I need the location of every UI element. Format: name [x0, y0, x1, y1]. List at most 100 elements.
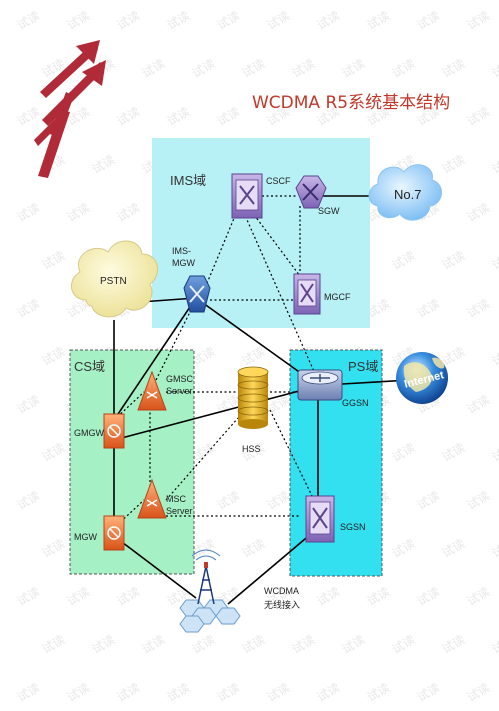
pstn-cloud: [71, 240, 158, 318]
ims-mgw-node-icon: [183, 275, 211, 313]
sgw-node-icon: [295, 175, 327, 209]
watermark-text: 试读: [389, 56, 417, 81]
sgw-label: SGW: [318, 206, 340, 216]
watermark-text: 试读: [464, 296, 492, 321]
watermark-text: 试读: [489, 248, 499, 273]
watermark-text: 试读: [464, 200, 492, 225]
ims-mgw-label-line1: IMS-: [172, 246, 191, 256]
watermark-text: 试读: [239, 632, 267, 657]
ggsn-router-icon: [297, 369, 343, 401]
watermark-text: 试读: [189, 56, 217, 81]
hss-database-icon: [237, 366, 269, 429]
cs-domain-box: [69, 349, 195, 575]
watermark-text: 试读: [89, 632, 117, 657]
no7-cloud: [368, 164, 442, 221]
watermark-text: 试读: [214, 8, 242, 33]
watermark-text: 试读: [414, 680, 442, 705]
watermark-text: 试读: [64, 680, 92, 705]
watermark-text: 试读: [214, 104, 242, 129]
watermark-text: 试读: [439, 632, 467, 657]
mgw-label: MGW: [74, 532, 97, 542]
watermark-text: 试读: [214, 488, 242, 513]
watermark-text: 试读: [339, 632, 367, 657]
gmgw-label: GMGW: [74, 428, 104, 438]
wcdma-radio-access-icon: [179, 549, 241, 633]
watermark-text: 试读: [439, 152, 467, 177]
ims-domain-label: IMS域: [170, 173, 207, 188]
dashed-links: [113, 195, 317, 529]
hss-label: HSS: [242, 444, 261, 454]
watermark-text: 试读: [389, 248, 417, 273]
watermark-text: 试读: [289, 56, 317, 81]
watermark-text: 试读: [414, 584, 442, 609]
watermark-text: 试读: [39, 536, 67, 561]
pstn-label: PSTN: [100, 276, 127, 287]
watermark-text: 试读: [264, 392, 292, 417]
logo-icon: [34, 40, 106, 178]
watermark-text: 试读: [489, 440, 499, 465]
watermark-text: 试读: [64, 200, 92, 225]
watermark-text: 试读: [14, 104, 42, 129]
watermark-text: 试读: [439, 536, 467, 561]
watermark-text: 试读: [114, 584, 142, 609]
watermark-text: 试读: [364, 8, 392, 33]
watermark-text: 试读: [39, 632, 67, 657]
watermark-text: 试读: [314, 680, 342, 705]
watermark-text: 试读: [414, 296, 442, 321]
watermark-text: 试读: [489, 536, 499, 561]
watermark-text: 试读: [114, 200, 142, 225]
watermark-text: 试读: [64, 584, 92, 609]
watermark-text: 试读: [414, 488, 442, 513]
watermark-text: 试读: [164, 680, 192, 705]
watermark-text: 试读: [14, 8, 42, 33]
wcdma-label-line2: 无线接入: [264, 600, 301, 610]
watermark-text: 试读: [14, 296, 42, 321]
cs-domain-label: CS域: [74, 359, 106, 374]
watermark-text: 试读: [14, 584, 42, 609]
watermark-text: 试读: [464, 680, 492, 705]
mgcf-label: MGCF: [324, 292, 351, 302]
msc-label-line2: Server: [166, 506, 193, 516]
watermark-text: 试读: [189, 632, 217, 657]
watermark-text: 试读: [239, 56, 267, 81]
mgw-node-icon: [103, 515, 125, 551]
watermark-text: 试读: [114, 680, 142, 705]
watermark-text: 试读: [414, 8, 442, 33]
cscf-label: CSCF: [266, 176, 291, 186]
watermark-text: 试读: [364, 680, 392, 705]
watermark-text: 试读: [264, 488, 292, 513]
watermark-text: 试读: [264, 680, 292, 705]
watermark-text: 试读: [314, 8, 342, 33]
watermark-text: 试读: [239, 344, 267, 369]
diagram-title: WCDMA R5系统基本结构: [252, 93, 451, 113]
gmgw-node-icon: [103, 413, 125, 449]
watermark-text: 试读: [489, 632, 499, 657]
watermark-text: 试读: [314, 584, 342, 609]
watermark-text: 试读: [489, 344, 499, 369]
watermark-text: 试读: [64, 8, 92, 33]
watermark-text: 试读: [464, 488, 492, 513]
watermark-text: 试读: [164, 104, 192, 129]
watermark-text: 试读: [264, 8, 292, 33]
watermark-text: 试读: [489, 152, 499, 177]
wcdma-label-line1: WCDMA: [264, 586, 299, 596]
ps-domain-label: PS域: [348, 359, 379, 374]
watermark-text: 试读: [464, 104, 492, 129]
watermark-text: 试读: [164, 8, 192, 33]
watermark-text: 试读: [339, 56, 367, 81]
watermark-text: 试读: [439, 56, 467, 81]
gmsc-label-line2: Server: [166, 386, 193, 396]
watermark-text: 试读: [139, 56, 167, 81]
watermark-text: 试读: [39, 440, 67, 465]
ims-mgw-label-line2: MGW: [172, 258, 195, 268]
watermark-text: 试读: [39, 248, 67, 273]
watermark-text: 试读: [114, 104, 142, 129]
internet-globe-icon: [396, 352, 448, 404]
sgsn-node-icon: [305, 495, 335, 543]
watermark-text: 试读: [14, 680, 42, 705]
watermark-text: 试读: [289, 632, 317, 657]
ggsn-label: GGSN: [342, 398, 369, 408]
watermark-text: 试读: [464, 8, 492, 33]
watermark-text: 试读: [139, 632, 167, 657]
watermark-text: 试读: [464, 584, 492, 609]
